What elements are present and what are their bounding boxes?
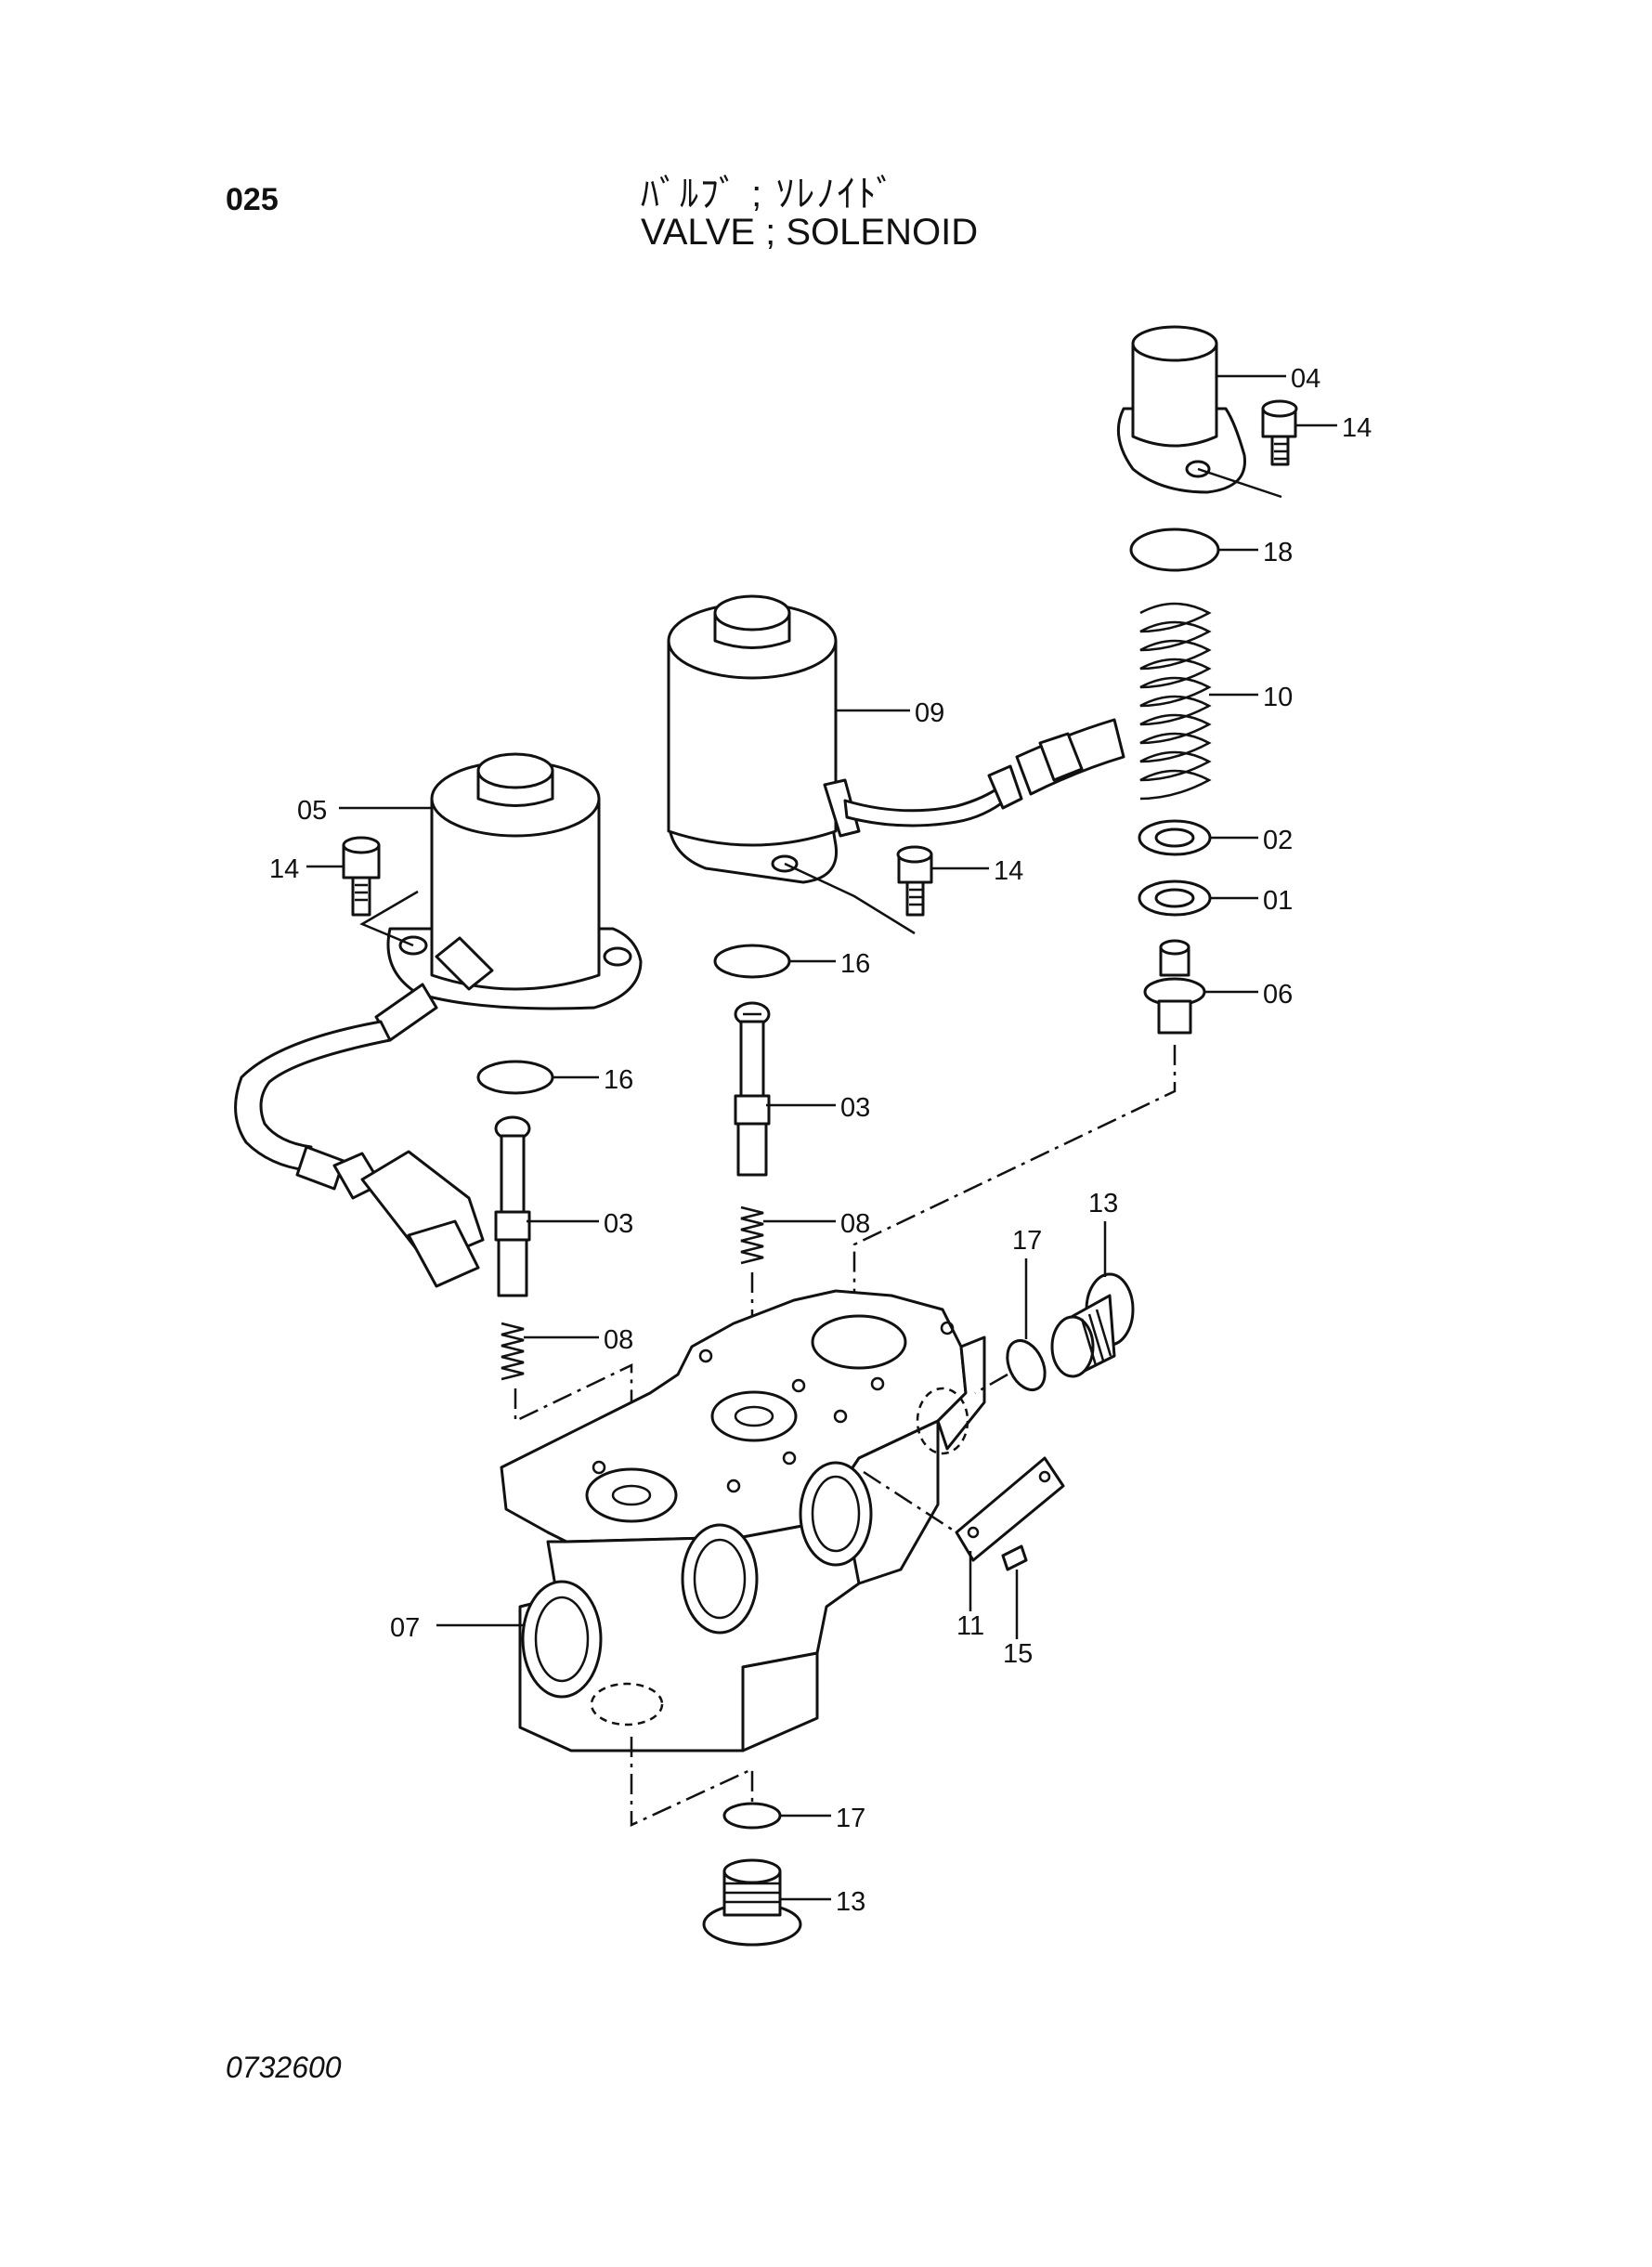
- part-07-valve-body: [500, 1289, 986, 1752]
- part-01-washer: [1138, 879, 1212, 917]
- drawing-number: 0732600: [226, 2051, 342, 2084]
- callout-05: 05: [297, 796, 327, 826]
- callout-14-middle: 14: [994, 856, 1023, 886]
- callout-08-middle: 08: [840, 1209, 870, 1239]
- callout-11: 11: [956, 1611, 984, 1641]
- part-13-plug-bottom: [702, 1858, 802, 1947]
- callout-06: 06: [1263, 980, 1293, 1010]
- callout-14-left: 14: [269, 854, 299, 884]
- part-14-screw-top: [1261, 399, 1298, 466]
- part-03-spool-left: [494, 1115, 531, 1297]
- part-18-o-ring: [1129, 528, 1220, 572]
- callout-17-right: 17: [1012, 1226, 1042, 1256]
- part-16-o-ring-middle: [713, 944, 791, 979]
- title-english: VALVE ; SOLENOID: [641, 212, 979, 253]
- page-number: 025: [226, 182, 279, 217]
- callout-13-right: 13: [1088, 1189, 1118, 1218]
- callout-07: 07: [390, 1613, 420, 1643]
- part-13-plug-right: [1050, 1272, 1135, 1378]
- callout-08-left: 08: [604, 1325, 633, 1355]
- callout-04: 04: [1291, 364, 1320, 394]
- callout-14-top: 14: [1342, 413, 1372, 443]
- part-11-plate: [955, 1456, 1065, 1562]
- part-03-spool-middle: [734, 1001, 771, 1177]
- callout-03-left: 03: [604, 1209, 633, 1239]
- part-02-washer: [1138, 819, 1212, 856]
- callout-01: 01: [1263, 886, 1293, 916]
- part-04-cover: [1116, 325, 1282, 499]
- callout-10: 10: [1263, 683, 1293, 712]
- part-14-screw-middle: [896, 845, 933, 917]
- part-09-solenoid: [667, 594, 1125, 935]
- assembly-line-06: [852, 1045, 1177, 1319]
- title-japanese: ﾊﾞﾙﾌﾞ ; ｿﾚﾉｲﾄﾞ: [641, 174, 897, 215]
- part-17-o-ring-bottom: [722, 1802, 782, 1830]
- part-17-o-ring-right: [1006, 1339, 1047, 1391]
- part-10-spring: [1139, 602, 1212, 801]
- part-14-screw-left: [342, 836, 381, 917]
- part-08-spring-left: [501, 1322, 525, 1381]
- part-05-solenoid: [234, 752, 643, 1288]
- callout-09: 09: [915, 698, 944, 728]
- callout-13-bottom: 13: [836, 1887, 865, 1917]
- part-16-o-ring-left: [476, 1060, 554, 1095]
- callout-16-middle: 16: [840, 949, 870, 979]
- callout-16-left: 16: [604, 1065, 633, 1095]
- callout-18: 18: [1263, 538, 1293, 567]
- part-15-screw: [1001, 1544, 1028, 1571]
- callout-15: 15: [1003, 1639, 1033, 1669]
- part-06-valve: [1143, 939, 1206, 1035]
- assembly-line-bottom: [630, 1737, 754, 1827]
- assembly-line-11: [863, 1470, 957, 1534]
- callout-03-middle: 03: [840, 1093, 870, 1123]
- callout-17-bottom: 17: [836, 1804, 865, 1833]
- callout-02: 02: [1263, 826, 1293, 855]
- assembly-line-right: [974, 1373, 1008, 1395]
- part-08-spring-middle: [740, 1205, 764, 1265]
